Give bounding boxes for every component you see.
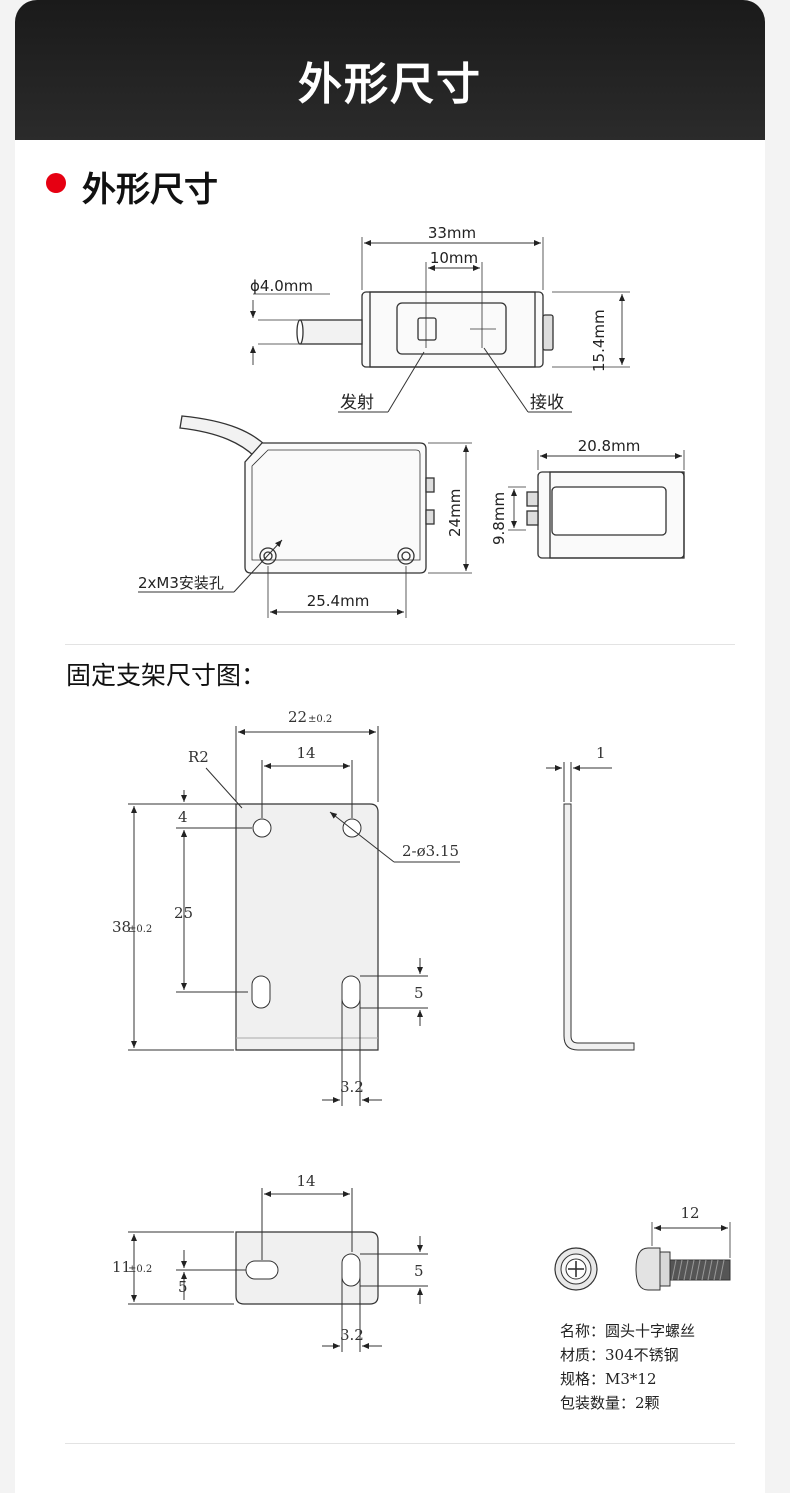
bottom-slot-width-label: 3.2 xyxy=(340,1326,364,1344)
section-title: 外形尺寸 xyxy=(82,170,218,210)
receiver-label: 接收 xyxy=(530,393,564,413)
sensor-top-view xyxy=(250,237,630,413)
bracket-title: 固定支架尺寸图： xyxy=(66,661,267,690)
bracket-height-tol: ±0.2 xyxy=(128,924,152,935)
sensor-side-view xyxy=(138,415,472,618)
bracket-hole-dia-label: 2-ø3.15 xyxy=(402,842,459,860)
emitter-label: 发射 xyxy=(340,393,374,413)
section-bullet-icon xyxy=(46,173,66,193)
divider xyxy=(65,644,735,645)
length-label: 33mm xyxy=(428,224,476,242)
screw-name: 名称：圆头十字螺丝 xyxy=(560,1322,696,1340)
bracket-width-tol: ±0.2 xyxy=(308,714,332,725)
front-height-label: 15.4mm xyxy=(590,309,608,372)
mount-holes-label: 2xM3安装孔 xyxy=(138,574,224,592)
screw-side-icon xyxy=(635,1222,731,1291)
bottom-height-label: 11 xyxy=(112,1258,131,1276)
bracket-top-offset-label: 4 xyxy=(178,808,188,826)
bracket-width-label: 22 xyxy=(288,708,307,726)
bracket-slot-len-label: 5 xyxy=(414,984,424,1002)
bracket-hole-spacing-label: 14 xyxy=(296,744,315,762)
bracket-radius-label: R2 xyxy=(188,748,209,766)
bracket-vertical-label: 25 xyxy=(174,904,193,922)
depth-label: 20.8mm xyxy=(578,437,641,455)
bracket-thickness-label: 1 xyxy=(596,744,606,762)
bracket-bottom-view xyxy=(128,1188,428,1352)
spacing-label: 10mm xyxy=(430,249,478,267)
screw-length-label: 12 xyxy=(680,1204,699,1222)
bottom-right-slot-label: 5 xyxy=(414,1262,424,1280)
bracket-height-label: 38 xyxy=(112,918,131,936)
cable-diameter-label: ϕ4.0mm xyxy=(250,277,313,295)
screw-material: 材质：304不锈钢 xyxy=(560,1346,679,1364)
bottom-hole-spacing-label: 14 xyxy=(296,1172,315,1190)
screw-qty: 包装数量：2颗 xyxy=(560,1394,660,1412)
bracket-front-view xyxy=(128,726,460,1106)
screw-head-icon xyxy=(554,1247,598,1291)
divider xyxy=(65,1443,735,1444)
hole-spacing-label: 25.4mm xyxy=(307,592,370,610)
header-banner: 外形尺寸 xyxy=(15,0,765,140)
bottom-left-slot-label: 5 xyxy=(178,1278,188,1296)
header-title: 外形尺寸 xyxy=(298,59,482,110)
bracket-side-view xyxy=(546,762,635,1051)
side-height-label: 24mm xyxy=(446,489,464,537)
depth-small-label: 9.8mm xyxy=(490,492,508,545)
bracket-slot-width-label: 3.2 xyxy=(340,1078,364,1096)
sensor-end-view xyxy=(508,450,685,559)
screw-spec: 规格：M3*12 xyxy=(560,1370,657,1388)
bottom-height-tol: ±0.2 xyxy=(128,1264,152,1275)
